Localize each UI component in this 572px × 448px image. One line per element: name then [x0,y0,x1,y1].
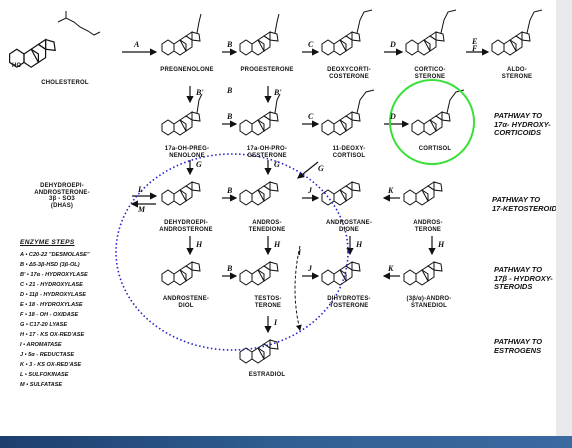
step-g-left: G [196,160,202,169]
enzyme-step: C • 21 - HYDROXYLASE [20,282,83,288]
deoxycortisol-structure [321,111,361,136]
step-d-row1: D [390,40,396,49]
androstanedione-label: ANDROSTANE- DIONE [325,220,373,233]
cortisol-label: CORTISOL [418,146,452,152]
cortisol-structure [411,111,451,136]
androsterone-structure [403,181,443,206]
enzyme-step: I • AROMATASE [20,342,62,348]
step-k-row4: K [388,264,394,273]
androstenedione-label: ANDROS- TENEDIONE [248,220,286,233]
step-l: L [138,185,143,194]
androstenedione-structure [239,181,279,206]
testosterone-structure [239,261,279,286]
step-h-2: H [274,240,281,249]
androstanediol-structure [403,261,443,286]
testosterone-label: TESTOS- TERONE [254,296,282,309]
deoxycortisol-label: 11-DEOXY- CORTISOL [332,146,366,159]
step-b-mid: B [227,86,233,95]
pregnenolone-structure [161,31,201,56]
aldosterone-label: ALDO- STERONE [501,67,533,80]
corticosterone-structure [405,31,445,56]
corticosterone-label: CORTICO- STERONE [414,67,446,80]
step-c-row2: C [308,112,314,121]
right-scroll-edge [556,0,572,448]
step-b-row2: B [227,112,233,121]
step-h-4: H [438,240,445,249]
enzyme-step: M • SULFATASE [20,382,63,388]
step-a: A [134,40,140,49]
step-h-1: H [196,240,203,249]
androstenediol-structure [161,261,201,286]
dhas-label: DEHYDROEPI- ANDROSTERONE- 3β - SO3 (DHAS… [34,183,90,209]
oh-pregnenolone-label: 17a-OH-PREG- NENOLONE [164,146,210,159]
step-i-lower: I [274,318,278,327]
dehydroepiandrosterone-label: DEHYDROEPI- ANDROSTERONE [159,220,213,233]
pregnenolone-label: PREGNENOLONE [160,67,214,73]
step-i: I [298,248,302,257]
step-j-row4: J [308,264,312,273]
androstanediol-label: (3β/α)-ANDRO- STANEDIOL [406,296,452,309]
dihydrotestosterone-structure [321,261,361,286]
enzyme-step: L • SULFOKINASE [20,372,69,378]
dihydrotestosterone-label: DIHYDROTES- TOSTERONE [327,296,371,309]
enzyme-step: A • C20-22 "DESMOLASE" [20,252,90,258]
step-b-row1: B [227,40,233,49]
step-h-3: H [356,240,363,249]
step-b-row4: B [227,264,233,273]
enzyme-step: E • 18 - HYDROXYLASE [20,302,83,308]
pathway-ketosteroids: PATHWAY TO 17-KETOSTEROIDS [492,195,562,213]
step-g-mid: G [274,160,280,169]
enzyme-step: B' • 17α - HYDROXYLASE [20,272,88,278]
cortisol-highlight-circle [389,79,475,165]
pathway-corticoids: PATHWAY TO 17α- HYDROXY- CORTICOIDS [494,111,551,137]
enzyme-step: B • Δ5-3β-HSD (3β-OL) [20,262,80,268]
enzyme-step: K • 3 - KS OX-RED'ASE [20,362,82,368]
cholesterol-ho: HO [12,63,22,69]
enzyme-step: D • 11β - HYDROXYLASE [20,292,86,298]
androgen-highlight-circle [115,153,349,351]
step-b-row3: B [227,186,233,195]
enzyme-steps-title: ENZYME STEPS [20,239,75,246]
cholesterol-label: CHOLESTEROL [41,80,89,86]
enzyme-step: H • 17 - KS OX-RED'ASE [20,332,85,338]
pathway-hydroxysteroids: PATHWAY TO 17β - HYDROXY- STEROIDS [494,265,553,291]
estradiol-structure [239,339,279,364]
oh-pregnenolone-structure [161,111,201,136]
progesterone-label: PROGESTERONE [240,67,294,73]
step-j-row3: J [308,186,312,195]
oh-progesterone-structure [239,111,279,136]
progesterone-structure [239,31,279,56]
enzyme-step: G • C17-20 LYASE [20,322,68,328]
bottom-bar [0,436,572,448]
deoxycorticosterone-structure [321,31,361,56]
dehydroepiandrosterone-structure [161,181,201,206]
enzyme-step: J • 5α - REDUCTASE [20,352,75,358]
step-g-right: G [318,164,324,173]
step-m: M [138,205,146,214]
enzyme-step: F • 18 - OH - OXIDASE [20,312,79,318]
step-c-row1: C [308,40,314,49]
androstanedione-structure [321,181,361,206]
androstenediol-label: ANDROSTENE- DIOL [162,296,210,309]
step-ef: E F [472,37,478,53]
cholesterol-structure [9,11,101,68]
androsterone-label: ANDROS- TERONE [413,220,443,233]
step-d-row2: D [390,112,396,121]
step-bp-right: B' [274,88,282,97]
pathway-estrogens: PATHWAY TO ESTROGENS [494,337,543,355]
step-k-row3: K [388,186,394,195]
deoxycorticosterone-label: DEOXYCORTI- COSTERONE [327,67,371,80]
step-bp-left: B' [196,88,204,97]
aldosterone-structure [491,31,531,56]
oh-progesterone-label: 17a-OH-PRO- GESTERONE [246,146,288,159]
estradiol-label: ESTRADIOL [248,372,286,378]
